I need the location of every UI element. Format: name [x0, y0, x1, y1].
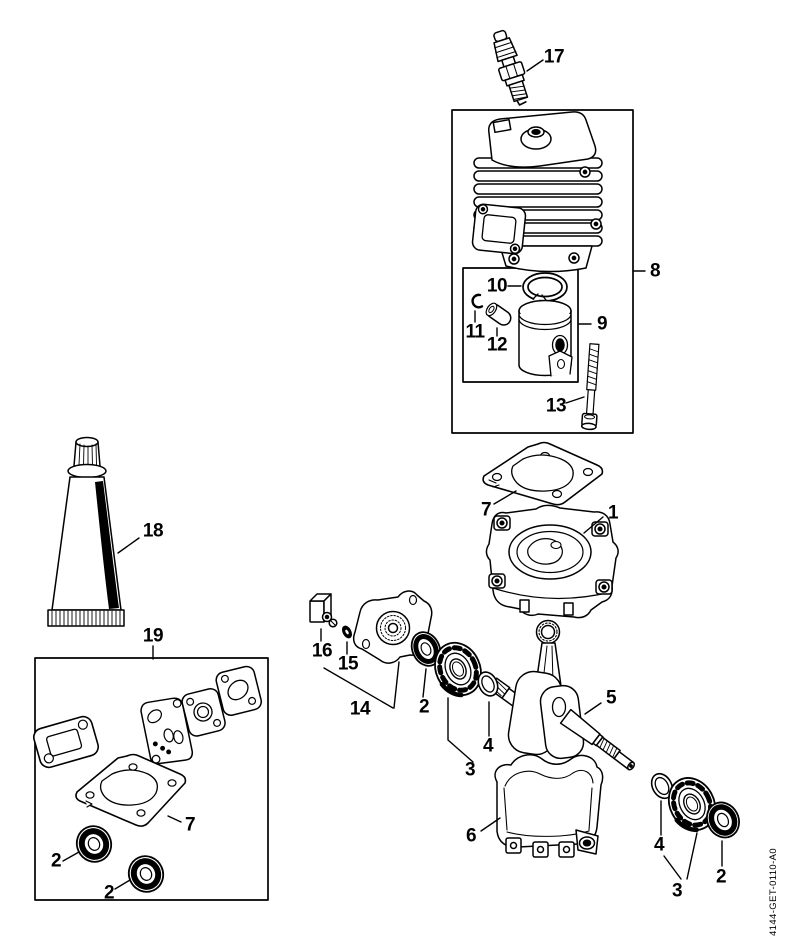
gasket-set-box: [34, 657, 269, 901]
carb-gasket-large-drawing: [140, 697, 194, 765]
part-label-2-left: 2: [418, 696, 430, 718]
part-label-13: 13: [545, 395, 567, 417]
cylinder-gasket-drawing: [482, 441, 604, 506]
part-label-9: 9: [596, 313, 608, 335]
leader-lines: [62, 59, 723, 890]
gasket-set-seal-b-drawing: [127, 855, 165, 893]
crankcase-upper-drawing: [485, 504, 619, 619]
part-label-15: 15: [337, 653, 359, 675]
part-label-8: 8: [649, 260, 661, 282]
part-label-3-left: 3: [464, 759, 476, 781]
part-label-5: 5: [605, 687, 617, 709]
part-label-10: 10: [486, 275, 508, 297]
part-label-12: 12: [486, 334, 508, 356]
part-label-7-top: 7: [480, 499, 492, 521]
part-label-7-set: 7: [184, 814, 196, 836]
part-label-19: 19: [142, 625, 164, 647]
oil-seal-right-drawing: [706, 801, 740, 839]
part-label-16: 16: [311, 640, 333, 662]
part-label-11: 11: [465, 321, 485, 343]
part-label-2-set-a: 2: [50, 850, 62, 872]
part-label-1: 1: [607, 502, 619, 524]
part-label-2-right: 2: [715, 866, 727, 888]
carb-gasket-right-drawing: [215, 665, 263, 716]
small-clip-drawing: [342, 625, 352, 639]
wrist-pin-drawing: [485, 302, 512, 326]
crankcase-lower-drawing: [494, 753, 604, 858]
piston-drawing: [518, 299, 573, 377]
gasket-set-cylinder-gasket-drawing: [75, 753, 187, 827]
circlip-drawing: [471, 293, 484, 309]
cylinder-bolt-drawing: [580, 343, 600, 431]
gasket-set-seal-a-drawing: [75, 825, 113, 863]
oil-seal-left-drawing: [410, 631, 442, 667]
drawing-code: 4144-GET-0110-A0: [768, 847, 779, 936]
part-label-4-left: 4: [482, 735, 494, 757]
part-label-18: 18: [142, 520, 164, 542]
sealant-tube-drawing: [47, 436, 125, 627]
spark-plug-drawing: [493, 29, 529, 106]
part-label-2-set-b: 2: [103, 882, 115, 904]
bearing-right-drawing: [667, 777, 717, 833]
part-label-4-right: 4: [653, 834, 665, 856]
part-label-17: 17: [543, 46, 565, 68]
plug-insert-drawing: [309, 593, 338, 628]
part-label-3-right: 3: [671, 880, 683, 902]
part-label-6: 6: [465, 825, 477, 847]
bearing-left-drawing: [434, 641, 482, 698]
cylinder-drawing: [471, 111, 603, 273]
washer-left-drawing: [477, 671, 499, 697]
part-label-14: 14: [349, 698, 371, 720]
exhaust-gasket-drawing: [32, 715, 100, 769]
carb-gasket-middle-drawing: [181, 687, 226, 737]
